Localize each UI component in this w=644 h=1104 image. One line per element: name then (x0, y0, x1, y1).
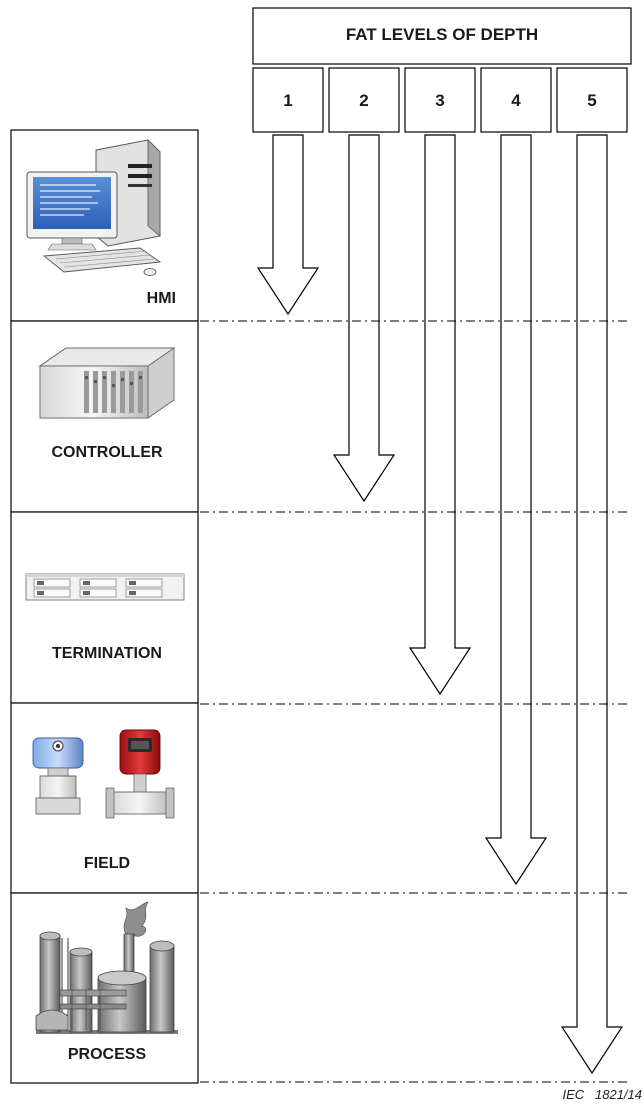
layer-label-process: PROCESS (68, 1046, 147, 1063)
layer-box-field: FIELD (10, 702, 199, 894)
level-box-5: 5 (556, 67, 628, 133)
layer-box-hmi: HMI (10, 129, 199, 322)
layer-label-field: FIELD (84, 855, 130, 872)
level-box-1: 1 (252, 67, 324, 133)
depth-arrow-4 (484, 134, 548, 886)
layer-box-termination: TERMINATION (10, 511, 199, 704)
level-box-2: 2 (328, 67, 400, 133)
depth-arrow-3 (408, 134, 472, 696)
level-box-3: 3 (404, 67, 476, 133)
level-label-2: 2 (359, 91, 368, 110)
layer-label-termination: TERMINATION (52, 645, 162, 662)
level-label-4: 4 (511, 91, 521, 110)
computer-icon (26, 139, 162, 276)
depth-arrow-2 (332, 134, 396, 503)
header-box: FAT LEVELS OF DEPTH (252, 7, 632, 65)
termination-panel-icon (25, 573, 185, 601)
layer-box-controller: CONTROLLER (10, 320, 199, 513)
layer-box-process: PROCESS (10, 892, 199, 1084)
source-tag: IEC 1821/14 (563, 1087, 643, 1102)
level-label-1: 1 (283, 91, 292, 110)
level-label-3: 3 (435, 91, 444, 110)
process-plant-icon (35, 901, 178, 1034)
level-label-5: 5 (587, 91, 596, 110)
depth-arrow-1 (256, 134, 320, 316)
controller-rack-icon (38, 347, 176, 419)
layer-label-controller: CONTROLLER (51, 444, 163, 461)
level-box-4: 4 (480, 67, 552, 133)
depth-arrow-5 (560, 134, 624, 1075)
field-instruments-icon (32, 729, 175, 819)
layer-label-hmi: HMI (147, 290, 176, 307)
diagram-title: FAT LEVELS OF DEPTH (346, 25, 538, 44)
